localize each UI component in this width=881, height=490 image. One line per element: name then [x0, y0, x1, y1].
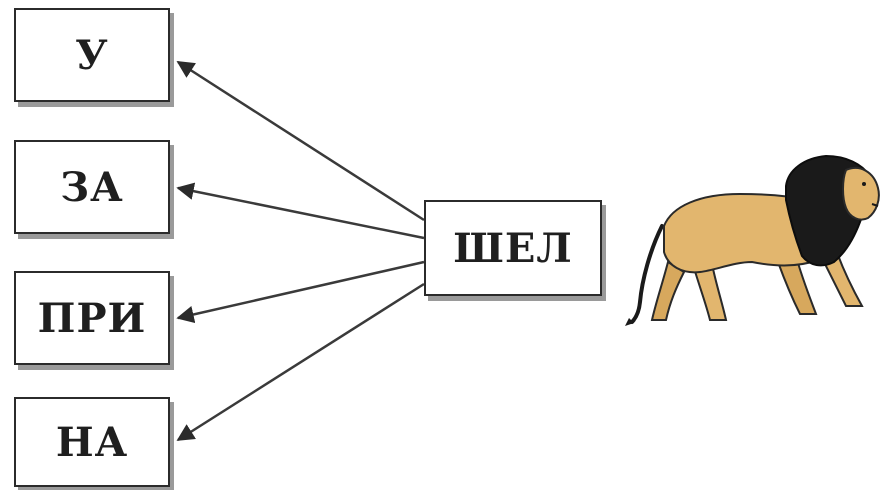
- lion-icon: [0, 0, 881, 490]
